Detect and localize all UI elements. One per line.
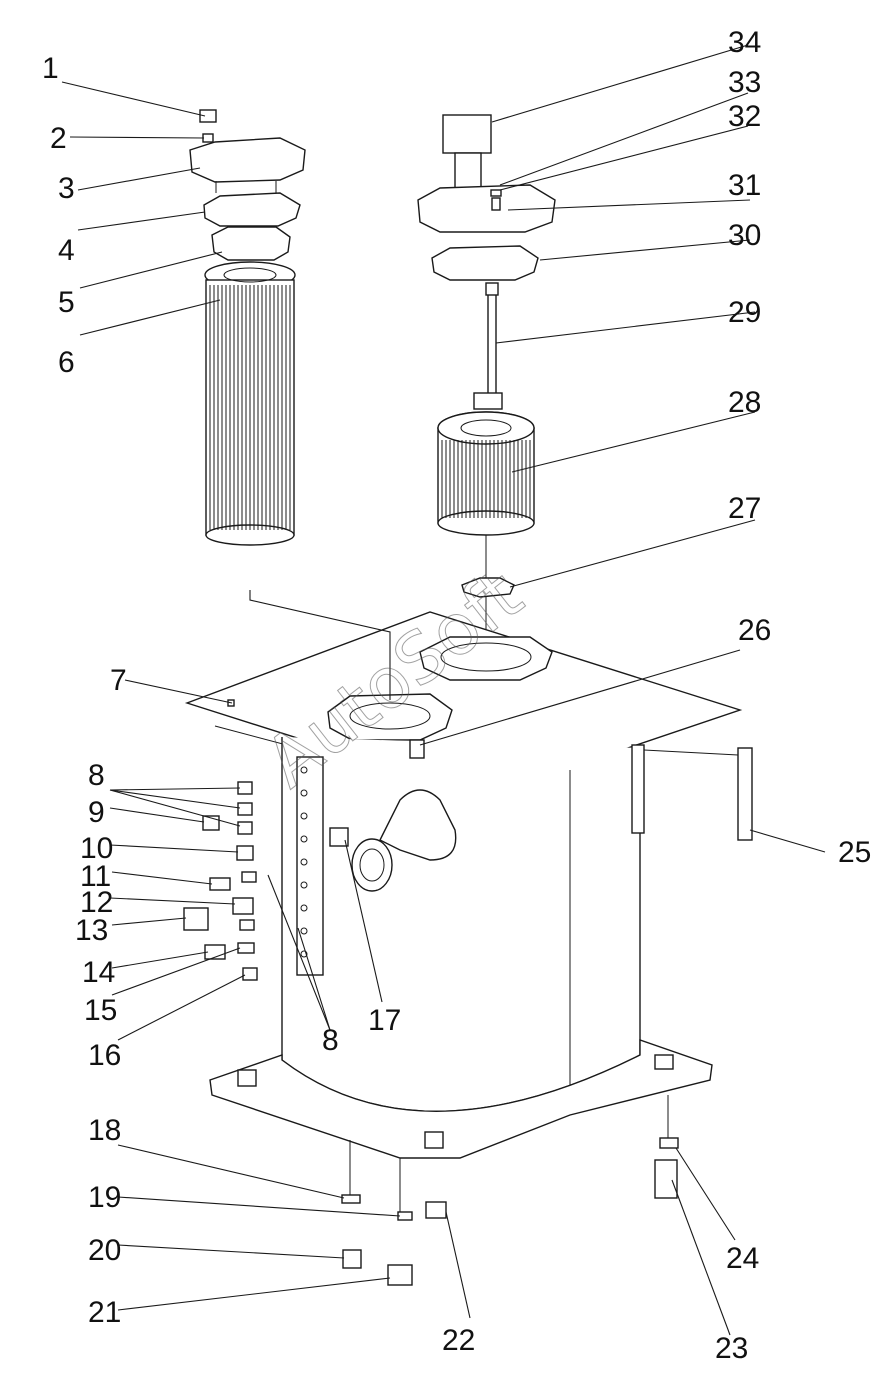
tank-base-plate bbox=[209, 1039, 713, 1159]
part-6-filter-element bbox=[204, 261, 296, 546]
side-bracket bbox=[631, 744, 645, 834]
fitting-8b bbox=[237, 802, 253, 816]
part-12-fitting bbox=[232, 897, 254, 915]
part-34-indicator-head bbox=[442, 114, 492, 154]
part-2-washer bbox=[202, 133, 214, 143]
manifold-port bbox=[300, 812, 308, 820]
callout-13: 13 bbox=[75, 914, 108, 947]
callout-23: 23 bbox=[715, 1332, 748, 1365]
manifold-port bbox=[300, 927, 308, 935]
part-23-foot bbox=[654, 1159, 678, 1199]
part-21-mount bbox=[387, 1264, 413, 1286]
callout-17: 17 bbox=[368, 1004, 401, 1037]
rod-top-nut bbox=[485, 282, 499, 296]
part-27-o-ring bbox=[461, 577, 515, 598]
part-5-spring-seat bbox=[211, 226, 291, 261]
part-16-plug bbox=[242, 967, 258, 981]
breather-fitting bbox=[409, 739, 425, 759]
manifold-port bbox=[300, 881, 308, 889]
indicator-stem bbox=[454, 152, 482, 192]
part-33-washer bbox=[490, 189, 502, 197]
callout-32: 32 bbox=[728, 100, 761, 133]
manifold-port bbox=[300, 904, 308, 912]
callout-31: 31 bbox=[728, 169, 761, 202]
part-13-valve bbox=[183, 907, 209, 931]
part-24-washer bbox=[659, 1137, 679, 1149]
part-22-drain-valve bbox=[425, 1201, 447, 1219]
callout-11: 11 bbox=[80, 860, 111, 893]
base-mount-left bbox=[237, 1069, 257, 1087]
part-11-tee bbox=[209, 877, 231, 891]
callout-30: 30 bbox=[728, 219, 761, 252]
manifold-port bbox=[300, 950, 308, 958]
callout-2: 2 bbox=[50, 122, 67, 155]
part-4-gasket bbox=[203, 192, 301, 227]
callout-18: 18 bbox=[88, 1114, 121, 1147]
callout-4: 4 bbox=[58, 234, 75, 267]
part-1-bolt bbox=[199, 109, 217, 123]
base-mount-front bbox=[424, 1131, 444, 1149]
callout-8-top: 8 bbox=[88, 759, 105, 792]
callout-33: 33 bbox=[728, 66, 761, 99]
leader-lines bbox=[61, 44, 826, 1336]
callout-15: 15 bbox=[84, 994, 117, 1027]
callout-10: 10 bbox=[80, 832, 113, 865]
callout-3: 3 bbox=[58, 172, 75, 205]
part-3-cover-plate bbox=[189, 137, 306, 183]
callout-6: 6 bbox=[58, 346, 75, 379]
part-15-fitting bbox=[237, 942, 255, 954]
manifold-port bbox=[300, 766, 308, 774]
fitting-8c bbox=[237, 821, 253, 835]
return-filter-flange bbox=[327, 693, 453, 741]
fitting-8e bbox=[239, 919, 255, 931]
callout-22: 22 bbox=[442, 1324, 475, 1357]
fitting-8a bbox=[237, 781, 253, 795]
manifold-port bbox=[300, 789, 308, 797]
callout-12: 12 bbox=[80, 886, 113, 919]
rod-coupling bbox=[473, 392, 503, 410]
fittings-group bbox=[183, 781, 258, 981]
callout-labels: 1 2 3 4 5 6 7 8 9 10 11 12 13 14 15 16 1… bbox=[42, 26, 871, 1365]
right-filter-assembly bbox=[417, 114, 556, 660]
left-filter-cap-assembly bbox=[189, 109, 306, 261]
part-31-cover-plate bbox=[417, 184, 556, 233]
fitting-8d bbox=[241, 871, 257, 883]
callout-5: 5 bbox=[58, 286, 75, 319]
callout-1: 1 bbox=[42, 52, 59, 85]
bottom-fasteners bbox=[341, 1095, 679, 1286]
callout-16: 16 bbox=[88, 1039, 121, 1072]
callout-27: 27 bbox=[728, 492, 761, 525]
part-32-bolt bbox=[491, 197, 501, 211]
callout-25: 25 bbox=[838, 836, 871, 869]
callout-29: 29 bbox=[728, 296, 761, 329]
callout-24: 24 bbox=[726, 1242, 759, 1275]
callout-9: 9 bbox=[88, 796, 105, 829]
callout-14: 14 bbox=[82, 956, 115, 989]
part-25-cover-strip bbox=[737, 747, 753, 841]
callout-34: 34 bbox=[728, 26, 761, 59]
part-30-seal-ring bbox=[431, 245, 539, 281]
callout-20: 20 bbox=[88, 1234, 121, 1267]
part-17-suction-pipe bbox=[329, 739, 457, 892]
tank-body bbox=[209, 737, 753, 1159]
part-20-nut bbox=[342, 1249, 362, 1269]
callout-21: 21 bbox=[88, 1296, 121, 1329]
callout-28: 28 bbox=[728, 386, 761, 419]
callout-26: 26 bbox=[738, 614, 771, 647]
callout-7: 7 bbox=[110, 664, 127, 697]
manifold-port bbox=[300, 858, 308, 866]
manifold-port bbox=[300, 835, 308, 843]
callout-19: 19 bbox=[88, 1181, 121, 1214]
part-19-washer bbox=[397, 1211, 413, 1221]
part-18-washer bbox=[341, 1194, 361, 1204]
base-mount-right bbox=[654, 1054, 674, 1070]
part-10-fitting bbox=[236, 845, 254, 861]
callout-8-bottom: 8 bbox=[322, 1024, 339, 1057]
